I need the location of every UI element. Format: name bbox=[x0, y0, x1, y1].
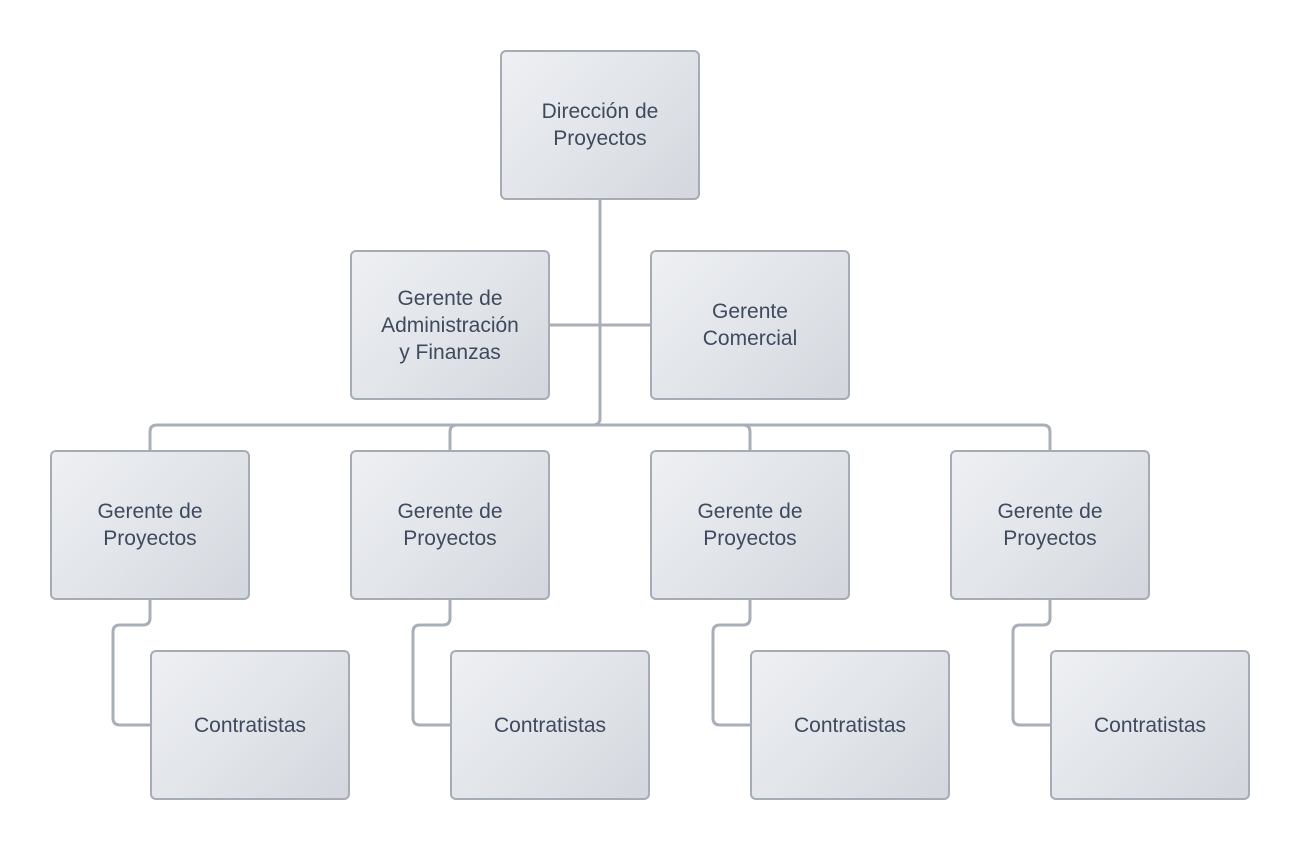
connector-root-trunk bbox=[591, 198, 602, 427]
connector-bus bbox=[148, 423, 1052, 452]
node-gerente-proyectos-4[interactable]: Gerente de Proyectos bbox=[950, 450, 1150, 600]
node-contratistas-4[interactable]: Contratistas bbox=[1050, 650, 1250, 800]
node-gerente-proyectos-3[interactable]: Gerente de Proyectos bbox=[650, 450, 850, 600]
connector-manager-3 bbox=[741, 423, 752, 452]
connector-manager-2 bbox=[448, 423, 459, 452]
node-gerente-proyectos-2[interactable]: Gerente de Proyectos bbox=[350, 450, 550, 600]
connector-contractor-2 bbox=[411, 598, 452, 727]
node-contratistas-1[interactable]: Contratistas bbox=[150, 650, 350, 800]
node-gerente-administracion[interactable]: Gerente de Administración y Finanzas bbox=[350, 250, 550, 400]
connector-contractor-4 bbox=[1011, 598, 1052, 727]
node-gerente-comercial[interactable]: Gerente Comercial bbox=[650, 250, 850, 400]
node-direccion-proyectos[interactable]: Dirección de Proyectos bbox=[500, 50, 700, 200]
node-contratistas-2[interactable]: Contratistas bbox=[450, 650, 650, 800]
node-gerente-proyectos-1[interactable]: Gerente de Proyectos bbox=[50, 450, 250, 600]
connector-contractor-3 bbox=[711, 598, 752, 727]
connector-contractor-1 bbox=[111, 598, 152, 727]
node-contratistas-3[interactable]: Contratistas bbox=[750, 650, 950, 800]
